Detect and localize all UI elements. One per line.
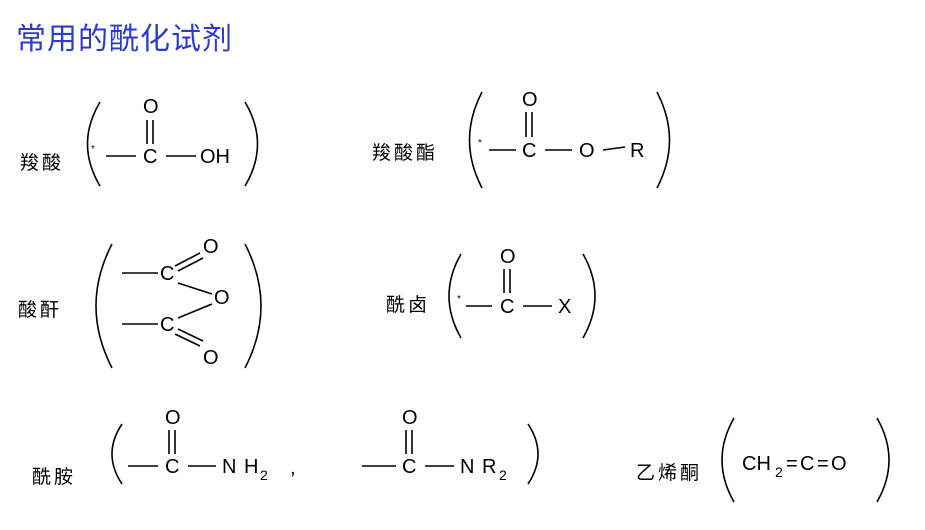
amide-primary-nitrogen: N	[222, 456, 236, 478]
ketene-subscript: 2	[775, 464, 783, 480]
halide-halogen: X	[558, 296, 571, 318]
ester-attachment-point: *	[478, 138, 482, 149]
acid-carbonyl-oxygen: O	[143, 96, 159, 118]
amide-primary-oxygen: O	[165, 407, 181, 429]
ketene-carbon: C	[800, 453, 814, 475]
anhydride-top-oxygen: O	[203, 236, 219, 258]
amide-secondary-oxygen: O	[402, 407, 418, 429]
label-ester: 羧酸酯	[372, 142, 439, 164]
carboxylic-acid-structure: * C O OH	[86, 96, 259, 187]
anhydride-bridge-oxygen: O	[214, 287, 230, 309]
amide-structure: C O N H 2 , C O N R 2	[111, 407, 539, 485]
ketene-oxygen: O	[831, 453, 847, 475]
ester-oxygen: O	[579, 140, 595, 162]
ester-carbon: C	[522, 140, 536, 162]
halide-attachment-point: *	[457, 294, 461, 305]
anhydride-left-paren	[95, 243, 113, 369]
anhydride-top-double-b	[177, 257, 204, 272]
acid-attachment-point: *	[91, 144, 95, 155]
anhydride-top-double-a	[174, 252, 201, 267]
halide-carbon: C	[500, 296, 514, 318]
amide-secondary-subscript: 2	[499, 467, 507, 483]
amide-secondary-carbon: C	[402, 456, 416, 478]
anhydride-bond-bottom-bridge	[177, 303, 213, 319]
ester-structure: * C O O R	[468, 89, 671, 189]
ester-right-paren	[656, 91, 671, 189]
acid-hydroxyl: OH	[200, 146, 230, 168]
amide-primary-carbon: C	[165, 456, 179, 478]
anhydride-bottom-oxygen: O	[203, 347, 219, 369]
halide-right-paren	[582, 253, 596, 339]
acid-right-paren	[244, 101, 259, 187]
ketene-right-paren	[876, 417, 890, 503]
label-anhydride: 酸酐	[18, 299, 63, 321]
label-ketene: 乙烯酮	[636, 462, 703, 484]
ketene-structure: CH 2 = C = O	[721, 417, 890, 503]
amide-comma: ,	[290, 457, 296, 479]
ester-r-group: R	[630, 140, 644, 162]
halide-carbonyl-oxygen: O	[500, 246, 516, 268]
amide-secondary-r-group: R	[482, 456, 496, 478]
anhydride-top-carbon: C	[160, 263, 174, 285]
amide-secondary-nitrogen: N	[460, 456, 474, 478]
anhydride-right-paren	[244, 243, 262, 369]
ketene-equals-1: =	[786, 453, 798, 475]
ketene-ch: CH	[742, 453, 771, 475]
ester-carbonyl-oxygen: O	[522, 89, 538, 111]
label-carboxylic-acid: 羧酸	[20, 152, 65, 174]
label-amide: 酰胺	[32, 466, 77, 488]
anhydride-structure: C O O C O	[95, 236, 262, 369]
acyl-halide-structure: * C O X	[448, 246, 596, 339]
amide-primary-hydrogen: H	[244, 456, 258, 478]
acid-left-paren	[86, 101, 101, 187]
anhydride-bond-top-bridge	[177, 282, 213, 295]
ketene-left-paren	[721, 417, 735, 503]
ketene-equals-2: =	[817, 453, 829, 475]
anhydride-bottom-carbon: C	[160, 314, 174, 336]
amide-primary-subscript: 2	[260, 467, 268, 483]
label-acyl-halide: 酰卤	[386, 294, 431, 316]
halide-left-paren	[448, 253, 462, 339]
anhydride-bottom-double-a	[174, 333, 201, 347]
ester-bond-right	[602, 146, 626, 151]
amide-left-paren	[111, 423, 123, 485]
ester-left-paren	[468, 91, 483, 189]
amide-right-paren	[527, 423, 539, 485]
acid-carbon: C	[143, 146, 157, 168]
anhydride-bottom-double-b	[177, 328, 204, 342]
page-title: 常用的酰化试剂	[16, 22, 233, 57]
